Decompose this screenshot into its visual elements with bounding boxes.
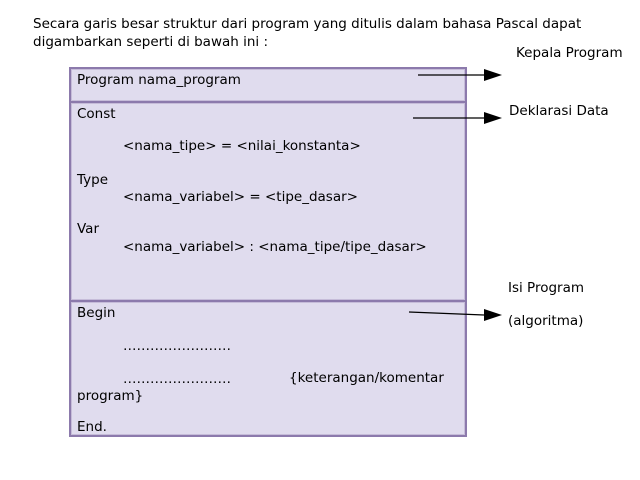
program-line: Program nama_program	[77, 72, 241, 88]
comment-part-1: {keterangan/komentar	[289, 370, 444, 386]
program-body-box: Begin …………………… …………………… {keterangan/kome…	[69, 300, 467, 437]
comment-part-2: program}	[77, 388, 144, 404]
const-line: <nama_tipe> = <nilai_konstanta>	[123, 138, 361, 154]
label-isi-program: Isi Program	[508, 280, 585, 296]
begin-keyword: Begin	[77, 305, 116, 321]
dots-line-2: ……………………	[123, 371, 231, 387]
label-kepala-program: Kepala Program	[516, 45, 623, 61]
type-keyword: Type	[77, 172, 109, 188]
var-keyword: Var	[77, 221, 100, 237]
label-algoritma: (algoritma)	[508, 313, 584, 329]
const-keyword: Const	[77, 106, 116, 122]
label-deklarasi-data: Deklarasi Data	[509, 103, 609, 119]
type-line: <nama_variabel> = <tipe_dasar>	[123, 189, 358, 205]
var-line: <nama_variabel> : <nama_tipe/tipe_dasar>	[123, 239, 427, 255]
dots-line-1: ……………………	[123, 338, 231, 354]
end-keyword: End.	[77, 419, 107, 435]
program-header-box: Program nama_program	[69, 67, 467, 103]
declaration-box: Const <nama_tipe> = <nilai_konstanta> Ty…	[69, 101, 467, 302]
intro-text: Secara garis besar struktur dari program…	[33, 16, 582, 50]
